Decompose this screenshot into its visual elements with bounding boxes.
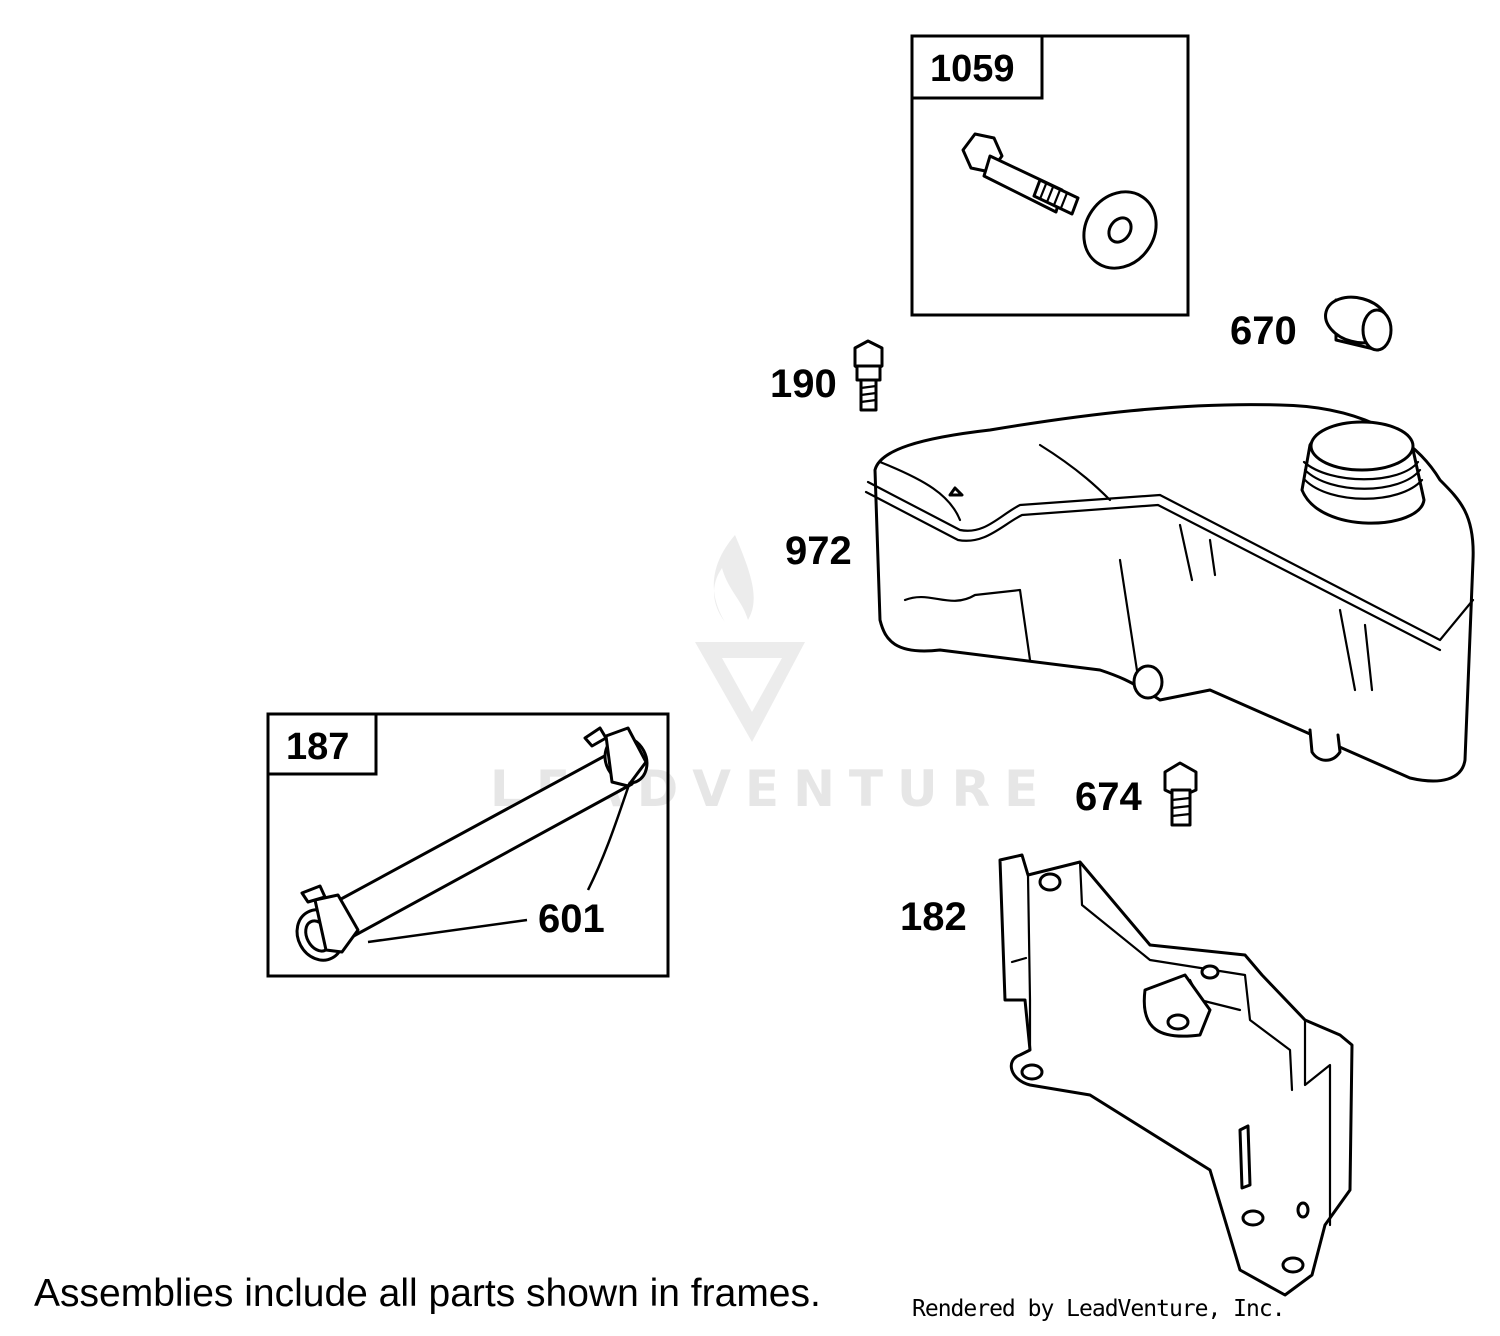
bolt-190-icon: [853, 339, 884, 412]
leader-line-601-b: [586, 781, 632, 891]
bolt-674-icon: [1163, 761, 1198, 827]
hose-clamp-icon: [300, 726, 648, 954]
render-credit: Rendered by LeadVenture, Inc.: [912, 1296, 1286, 1322]
mounting-bracket-icon: [998, 853, 1354, 1297]
washer-icon: [1082, 190, 1158, 270]
assembly-frame-1059: 1059: [910, 34, 1190, 317]
callout-670: 670: [1230, 309, 1297, 353]
callout-601: 601: [538, 897, 605, 941]
callout-972: 972: [785, 529, 852, 573]
callout-190: 190: [770, 362, 837, 406]
leadventure-logo-icon: [695, 535, 805, 742]
callout-187: 187: [286, 726, 349, 768]
leader-line-601-a: [367, 918, 528, 944]
oil-tank-icon: [864, 403, 1475, 783]
shoulder-bolt-icon: [961, 132, 1080, 216]
callout-674: 674: [1075, 775, 1142, 819]
callout-182: 182: [900, 895, 967, 939]
assembly-frame-187: 187 601: [266, 712, 670, 978]
spacer-icon: [1324, 295, 1393, 352]
callout-1059: 1059: [930, 48, 1015, 90]
assembly-note: Assemblies include all parts shown in fr…: [34, 1272, 821, 1315]
